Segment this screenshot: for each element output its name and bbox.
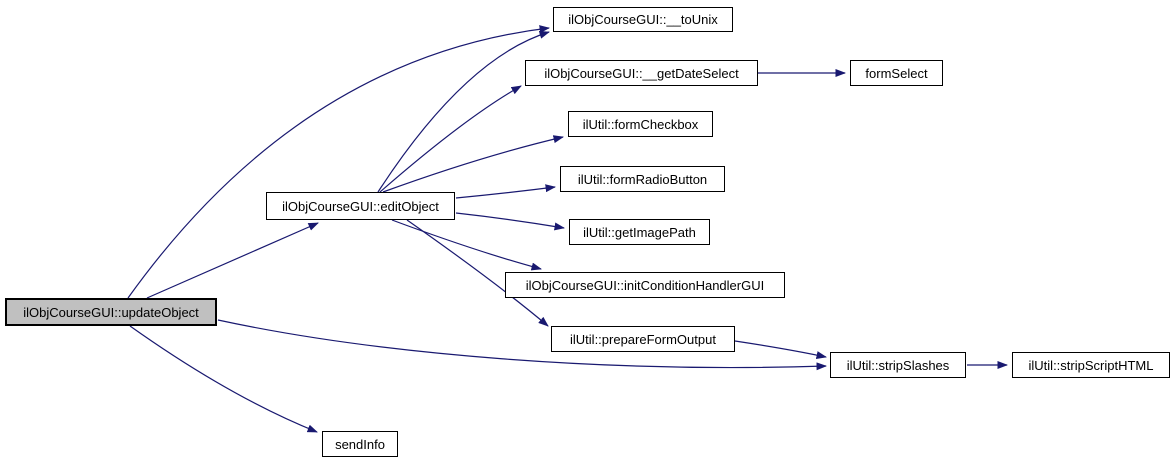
edge-editObject-initConditionHandlerGUI: [391, 219, 542, 271]
edge-editObject-formRadioButton: [455, 184, 556, 199]
edge-updateObject-stripSlashes: [217, 319, 827, 371]
edge-editObject-formCheckbox: [382, 135, 564, 193]
edge-editObject-prepareFormOutput: [406, 219, 549, 327]
node-updateObject[interactable]: ilObjCourseGUI::updateObject: [5, 298, 217, 326]
edge-editObject-getImagePath: [455, 212, 565, 231]
node-editObject[interactable]: ilObjCourseGUI::editObject: [266, 192, 455, 220]
edge-editObject-getDateSelect: [379, 85, 522, 193]
node-formSelect[interactable]: formSelect: [850, 60, 943, 86]
edge-updateObject-sendInfo: [129, 325, 318, 433]
node-stripSlashes[interactable]: ilUtil::stripSlashes: [830, 352, 966, 378]
node-prepareFormOutput[interactable]: ilUtil::prepareFormOutput: [551, 326, 735, 352]
edge-prepareFormOutput-stripSlashes: [734, 340, 827, 359]
node-toUnix[interactable]: ilObjCourseGUI::__toUnix: [553, 7, 733, 32]
node-formCheckbox[interactable]: ilUtil::formCheckbox: [568, 111, 713, 137]
node-getImagePath[interactable]: ilUtil::getImagePath: [569, 219, 710, 245]
node-initConditionHandlerGUI[interactable]: ilObjCourseGUI::initConditionHandlerGUI: [505, 272, 785, 298]
node-stripScriptHTML[interactable]: ilUtil::stripScriptHTML: [1012, 352, 1170, 378]
edge-updateObject-toUnix: [127, 25, 550, 299]
node-getDateSelect[interactable]: ilObjCourseGUI::__getDateSelect: [525, 60, 758, 86]
node-formRadioButton[interactable]: ilUtil::formRadioButton: [560, 166, 725, 192]
edge-editObject-toUnix: [377, 30, 550, 193]
edge-updateObject-editObject: [146, 222, 319, 299]
node-sendInfo[interactable]: sendInfo: [322, 431, 398, 457]
